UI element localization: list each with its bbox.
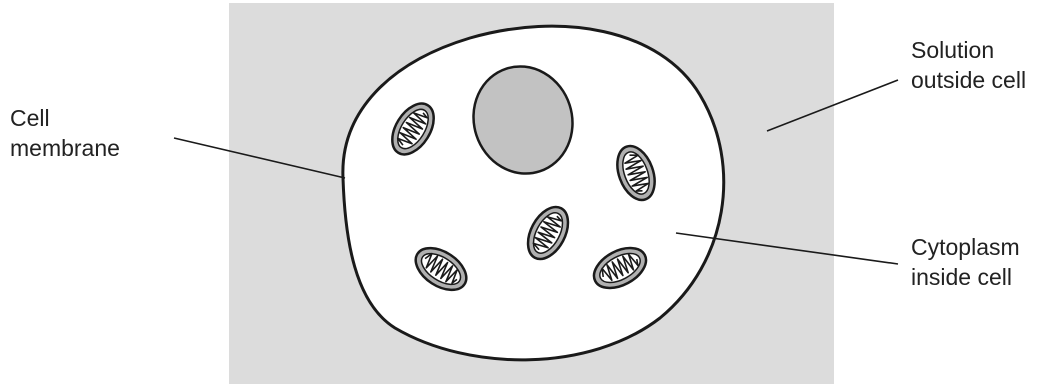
label-line: Cell bbox=[10, 103, 120, 133]
label-solution-outside-cell: Solution outside cell bbox=[911, 35, 1026, 95]
label-line: membrane bbox=[10, 133, 120, 163]
label-cytoplasm-inside-cell: Cytoplasm inside cell bbox=[911, 232, 1020, 292]
label-line: outside cell bbox=[911, 65, 1026, 95]
label-line: Cytoplasm bbox=[911, 232, 1020, 262]
label-line: inside cell bbox=[911, 262, 1020, 292]
label-cell-membrane: Cell membrane bbox=[10, 103, 120, 163]
label-line: Solution bbox=[911, 35, 1026, 65]
